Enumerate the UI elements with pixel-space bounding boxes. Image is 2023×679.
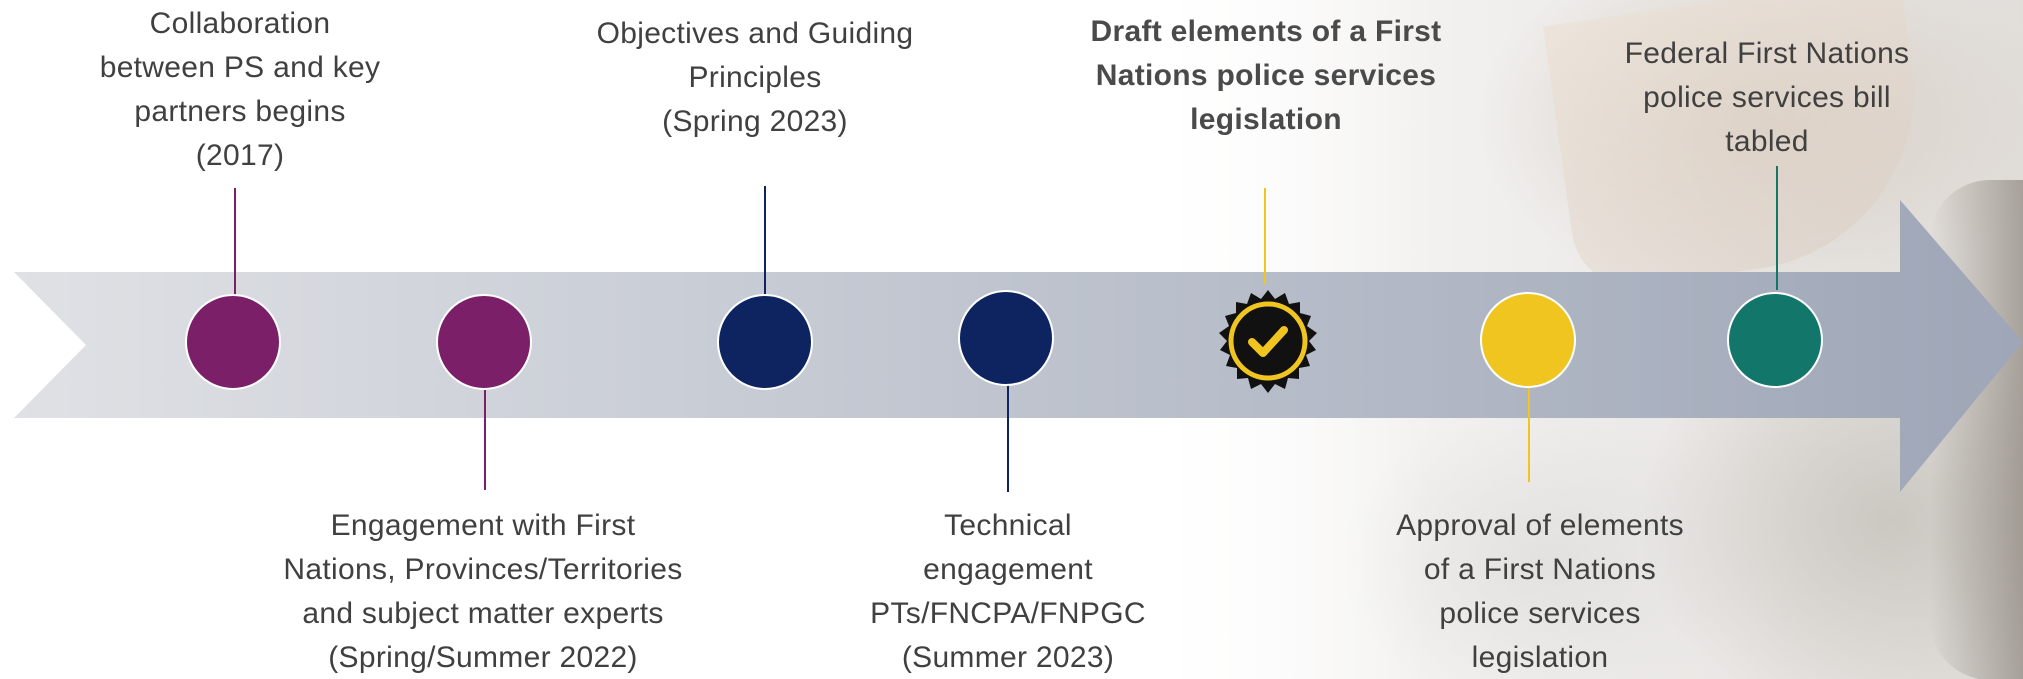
label-line: Principles bbox=[688, 61, 822, 94]
badge-check bbox=[1248, 326, 1288, 357]
label-line: (Spring/Summer 2022) bbox=[328, 641, 638, 674]
label-engagement: Engagement with First Nations, Provinces… bbox=[248, 504, 718, 679]
label-line: (Summer 2023) bbox=[901, 641, 1115, 674]
label-line: partners begins bbox=[134, 95, 346, 128]
milestone-engagement bbox=[436, 294, 532, 390]
label-line: Draft elements of a First bbox=[1090, 15, 1442, 48]
label-line: Approval of elements bbox=[1396, 509, 1684, 542]
label-line: Federal First Nations bbox=[1624, 37, 1910, 70]
label-line: (Spring 2023) bbox=[662, 105, 848, 138]
label-federal-bill: Federal First Nations police services bi… bbox=[1580, 32, 1954, 164]
label-line: PTs/FNCPA/FNPGC bbox=[870, 597, 1146, 630]
milestone-objectives bbox=[717, 294, 813, 390]
label-approval: Approval of elements of a First Nations … bbox=[1340, 504, 1740, 679]
label-line: Nations police services bbox=[1095, 59, 1437, 92]
milestone-technical bbox=[958, 290, 1054, 386]
connector-technical bbox=[1007, 384, 1009, 492]
label-line: legislation bbox=[1471, 641, 1609, 674]
label-objectives: Objectives and Guiding Principles (Sprin… bbox=[555, 12, 955, 144]
label-line: tabled bbox=[1725, 125, 1809, 158]
label-line: between PS and key bbox=[99, 51, 381, 84]
label-line: police services bbox=[1439, 597, 1641, 630]
label-technical: Technical engagement PTs/FNCPA/FNPGC (Su… bbox=[858, 504, 1158, 679]
label-line: Objectives and Guiding bbox=[596, 17, 914, 50]
label-line: of a First Nations bbox=[1423, 553, 1657, 586]
label-line: engagement bbox=[923, 553, 1093, 586]
label-line: Engagement with First bbox=[330, 509, 636, 542]
label-line: Collaboration bbox=[149, 7, 331, 40]
label-collaboration: Collaboration between PS and key partner… bbox=[60, 2, 420, 178]
connector-approval bbox=[1528, 388, 1530, 482]
connector-collaboration bbox=[234, 188, 236, 298]
label-line: and subject matter experts bbox=[302, 597, 664, 630]
connector-objectives bbox=[764, 186, 766, 298]
label-draft: Draft elements of a First Nations police… bbox=[1058, 10, 1474, 142]
label-line: Nations, Provinces/Territories bbox=[283, 553, 683, 586]
connector-federal-bill bbox=[1776, 166, 1778, 290]
connector-engagement bbox=[484, 390, 486, 490]
milestone-federal-bill bbox=[1727, 292, 1823, 388]
badge-ring bbox=[1228, 301, 1308, 381]
label-line: police services bill bbox=[1643, 81, 1891, 114]
checkmark-badge-icon bbox=[1219, 290, 1317, 393]
label-line: Technical bbox=[944, 509, 1072, 542]
label-line: (2017) bbox=[195, 139, 285, 172]
connector-draft bbox=[1264, 188, 1266, 284]
milestone-approval bbox=[1480, 292, 1576, 388]
milestone-collaboration bbox=[185, 294, 281, 390]
label-line: legislation bbox=[1190, 103, 1342, 136]
